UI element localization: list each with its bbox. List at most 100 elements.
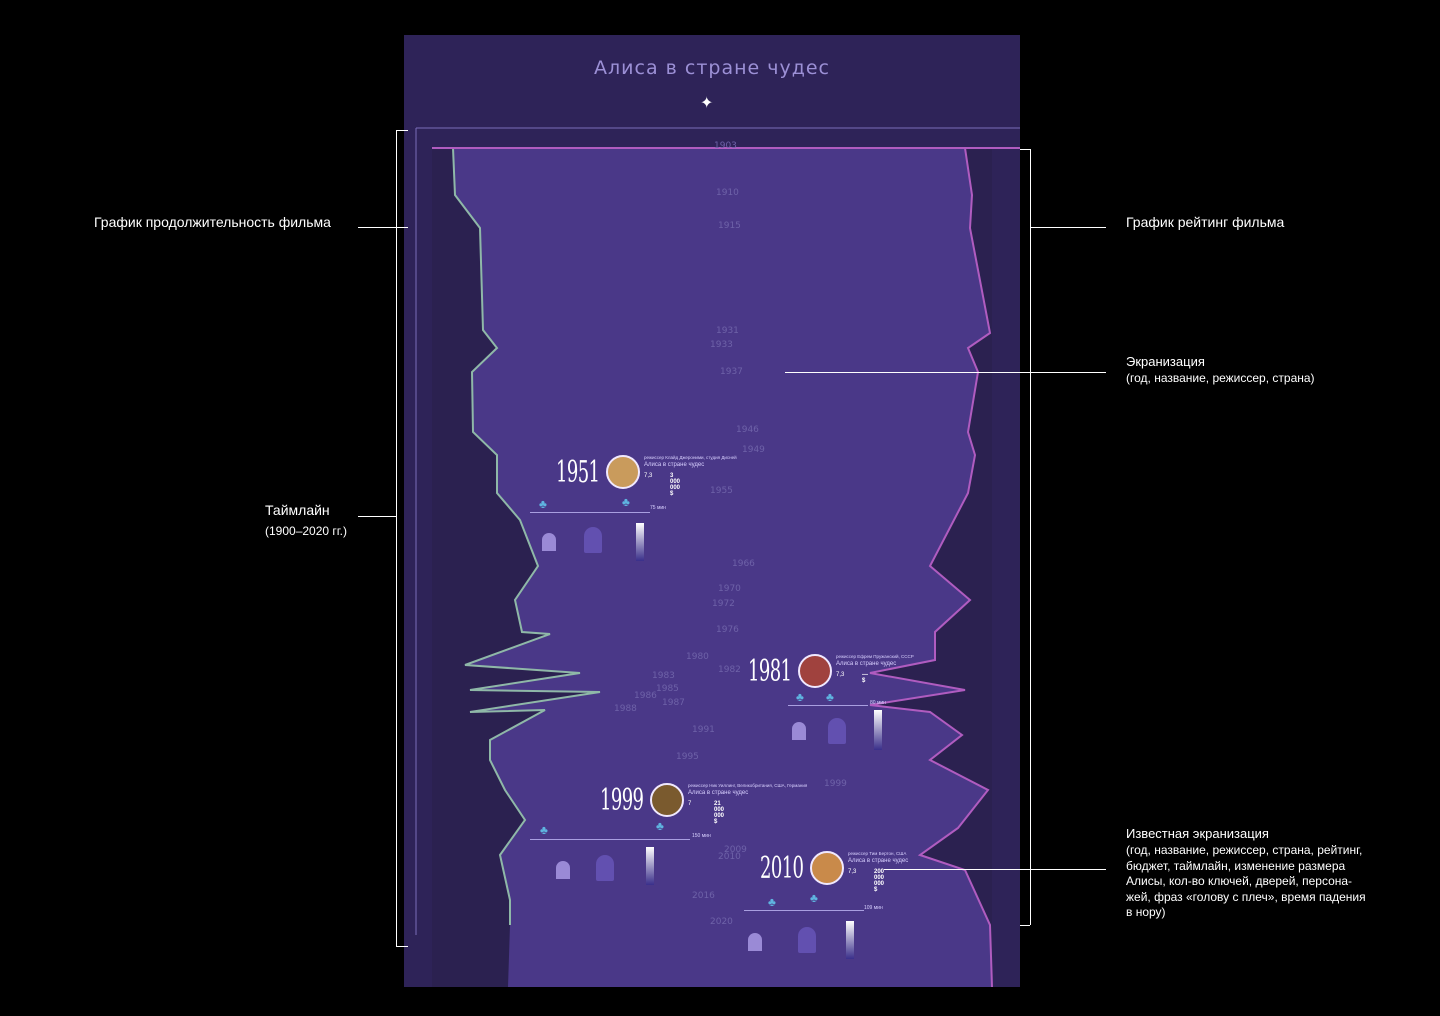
annotation-adaptation: Экранизация (1126, 354, 1205, 369)
film-year: 1981 (748, 654, 792, 689)
rating-line (869, 147, 993, 987)
annotation-leader (785, 372, 1106, 373)
film-timeline (530, 839, 690, 840)
door-icon (792, 722, 806, 740)
alice-size-icon: ♣ (826, 690, 834, 704)
film-director: режиссер Ефрем Пружанский, СССР (836, 654, 914, 659)
annotation-timeline-range: (1900–2020 гг.) (265, 524, 348, 538)
film-year: 1999 (600, 783, 644, 818)
year-label: 1985 (656, 684, 679, 694)
year-label: 1982 (718, 665, 741, 675)
door-icon (556, 861, 570, 879)
annotation-leader (1030, 227, 1106, 228)
fall-time-bar (646, 847, 654, 885)
character-silhouette (828, 718, 846, 744)
bracket-tick (396, 130, 408, 131)
year-label: 1946 (736, 425, 759, 435)
film-avatar (810, 851, 844, 885)
film-title: Алиса в стране чудес (836, 661, 897, 667)
annotation-leader (358, 516, 396, 517)
film-duration: 75 мин (650, 505, 666, 511)
year-label: 1931 (716, 326, 739, 336)
year-label: 1970 (718, 584, 741, 594)
film-title: Алиса в стране чудес (688, 790, 749, 796)
year-label: 1972 (712, 599, 735, 609)
door-icon (748, 933, 762, 951)
annotation-leader (884, 869, 1106, 870)
poster-title: Алиса в стране чудес (594, 57, 830, 79)
annotation-leader (358, 227, 408, 228)
film-rating: 7 (688, 801, 692, 807)
film-budget: 21 000 000 $ (714, 801, 725, 825)
year-label: 2016 (692, 891, 715, 901)
fall-time-bar (846, 921, 854, 959)
film-duration: 150 мин (692, 833, 711, 839)
film-director: режиссер Ник Уиллинг, Великобритания, СШ… (688, 783, 808, 788)
year-label: 1995 (676, 752, 699, 762)
year-label: 1999 (824, 779, 847, 789)
year-label: 1991 (692, 725, 715, 735)
film-rating: 7,3 (836, 672, 845, 678)
alice-size-icon: ♣ (796, 690, 804, 704)
year-label: 1976 (716, 625, 739, 635)
timeline-bracket (396, 130, 397, 946)
year-label: 2020 (710, 917, 733, 927)
film-avatar (650, 783, 684, 817)
year-label: 1986 (634, 691, 657, 701)
annotation-famous-desc: (год, название, режиссер, страна, рейтин… (1126, 843, 1366, 919)
year-label: 1983 (652, 671, 675, 681)
bracket-tick (1020, 149, 1030, 150)
film-year: 2010 (760, 851, 804, 886)
annotation-rating: График рейтинг фильма (1126, 214, 1285, 230)
annotation-duration: График продолжительность фильма (94, 214, 331, 230)
film-director: режиссер Тим Бертон, США (848, 851, 907, 856)
annotation-timeline: Таймлайн (265, 502, 330, 518)
falling-alice-icon: ✦ (700, 95, 714, 112)
year-label: 1915 (718, 221, 741, 231)
film-title: Алиса в стране чудес (848, 858, 909, 864)
year-label: 1937 (720, 367, 743, 377)
bracket-tick (396, 946, 408, 947)
character-silhouette (798, 927, 816, 953)
character-silhouette (596, 855, 614, 881)
film-timeline (530, 512, 650, 513)
film-rating: 7,3 (848, 869, 857, 875)
film-duration: 80 мин (870, 700, 886, 706)
film-avatar (606, 455, 640, 489)
year-label: 2010 (718, 852, 741, 862)
alice-size-icon: ♣ (622, 495, 630, 509)
film-rating: 7,3 (644, 473, 653, 479)
duration-line (452, 147, 601, 925)
film-director: режиссер Клайд Джероними, студия Дисней (644, 455, 737, 460)
alice-size-icon: ♣ (810, 891, 818, 905)
rating-bracket (1030, 149, 1031, 925)
year-label: 1910 (716, 188, 739, 198)
door-icon (542, 533, 556, 551)
fall-time-bar (636, 523, 644, 561)
film-duration: 109 мин (864, 905, 883, 911)
alice-size-icon: ♣ (656, 819, 664, 833)
alice-size-icon: ♣ (539, 497, 547, 511)
alice-size-icon: ♣ (768, 895, 776, 909)
fall-time-bar (874, 710, 882, 750)
year-label: 1933 (710, 340, 733, 350)
year-label: 1980 (686, 652, 709, 662)
center-area (453, 148, 992, 987)
film-budget: 200 000 000 $ (874, 869, 885, 893)
film-timeline (788, 705, 868, 706)
year-label: 1966 (732, 559, 755, 569)
film-budget: 3 000 000 $ (670, 473, 681, 497)
year-label: 1988 (614, 704, 637, 714)
chart-shapes (415, 127, 1020, 987)
year-label: 1949 (742, 445, 765, 455)
alice-size-icon: ♣ (540, 823, 548, 837)
film-timeline (744, 910, 864, 911)
annotation-adaptation-desc: (год, название, режиссер, страна) (1126, 371, 1315, 385)
year-label: 1987 (662, 698, 685, 708)
film-title: Алиса в стране чудес (644, 462, 705, 468)
bracket-tick (1020, 925, 1030, 926)
year-label: 1955 (710, 486, 733, 496)
film-budget: — $ (862, 672, 868, 684)
film-year: 1951 (556, 455, 600, 490)
year-label: 1903 (714, 141, 737, 151)
